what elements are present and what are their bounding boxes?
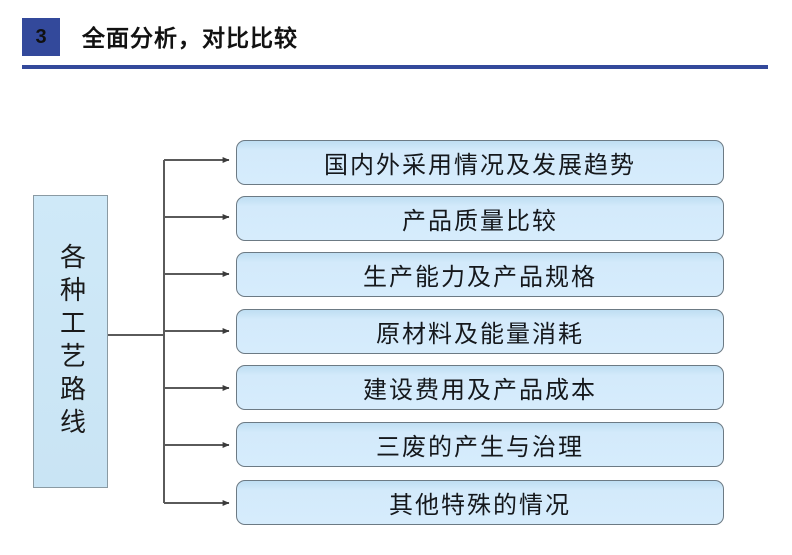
leaf-node-6-label: 三废的产生与治理 (376, 433, 584, 461)
connector-lines (108, 157, 230, 506)
page-header: 3 全面分析，对比比较 (0, 0, 792, 72)
leaf-node-5[interactable]: 建设费用及产品成本 (236, 365, 724, 410)
leaf-node-5-label: 建设费用及产品成本 (363, 376, 597, 404)
process-comparison-diagram: 各种工艺路线 国内外采用情况及发展趋势 产品质量比较 生产能力及产品规格 原材料… (0, 72, 792, 555)
leaf-node-7-label: 其他特殊的情况 (389, 491, 571, 519)
leaf-node-4-label: 原材料及能量消耗 (376, 320, 584, 348)
leaf-node-1[interactable]: 国内外采用情况及发展趋势 (236, 140, 724, 185)
root-node-label: 各种工艺路线 (55, 242, 86, 441)
leaf-node-7[interactable]: 其他特殊的情况 (236, 480, 724, 525)
page-title: 全面分析，对比比较 (82, 26, 298, 52)
root-node-process-routes[interactable]: 各种工艺路线 (33, 195, 108, 488)
leaf-node-3-label: 生产能力及产品规格 (363, 263, 597, 291)
title-divider-rule (22, 65, 768, 69)
leaf-node-6[interactable]: 三废的产生与治理 (236, 422, 724, 467)
step-number-badge: 3 (22, 18, 60, 56)
leaf-node-1-label: 国内外采用情况及发展趋势 (324, 151, 636, 179)
leaf-node-2[interactable]: 产品质量比较 (236, 196, 724, 241)
leaf-node-4[interactable]: 原材料及能量消耗 (236, 309, 724, 354)
leaf-node-3[interactable]: 生产能力及产品规格 (236, 252, 724, 297)
leaf-node-2-label: 产品质量比较 (402, 207, 558, 235)
